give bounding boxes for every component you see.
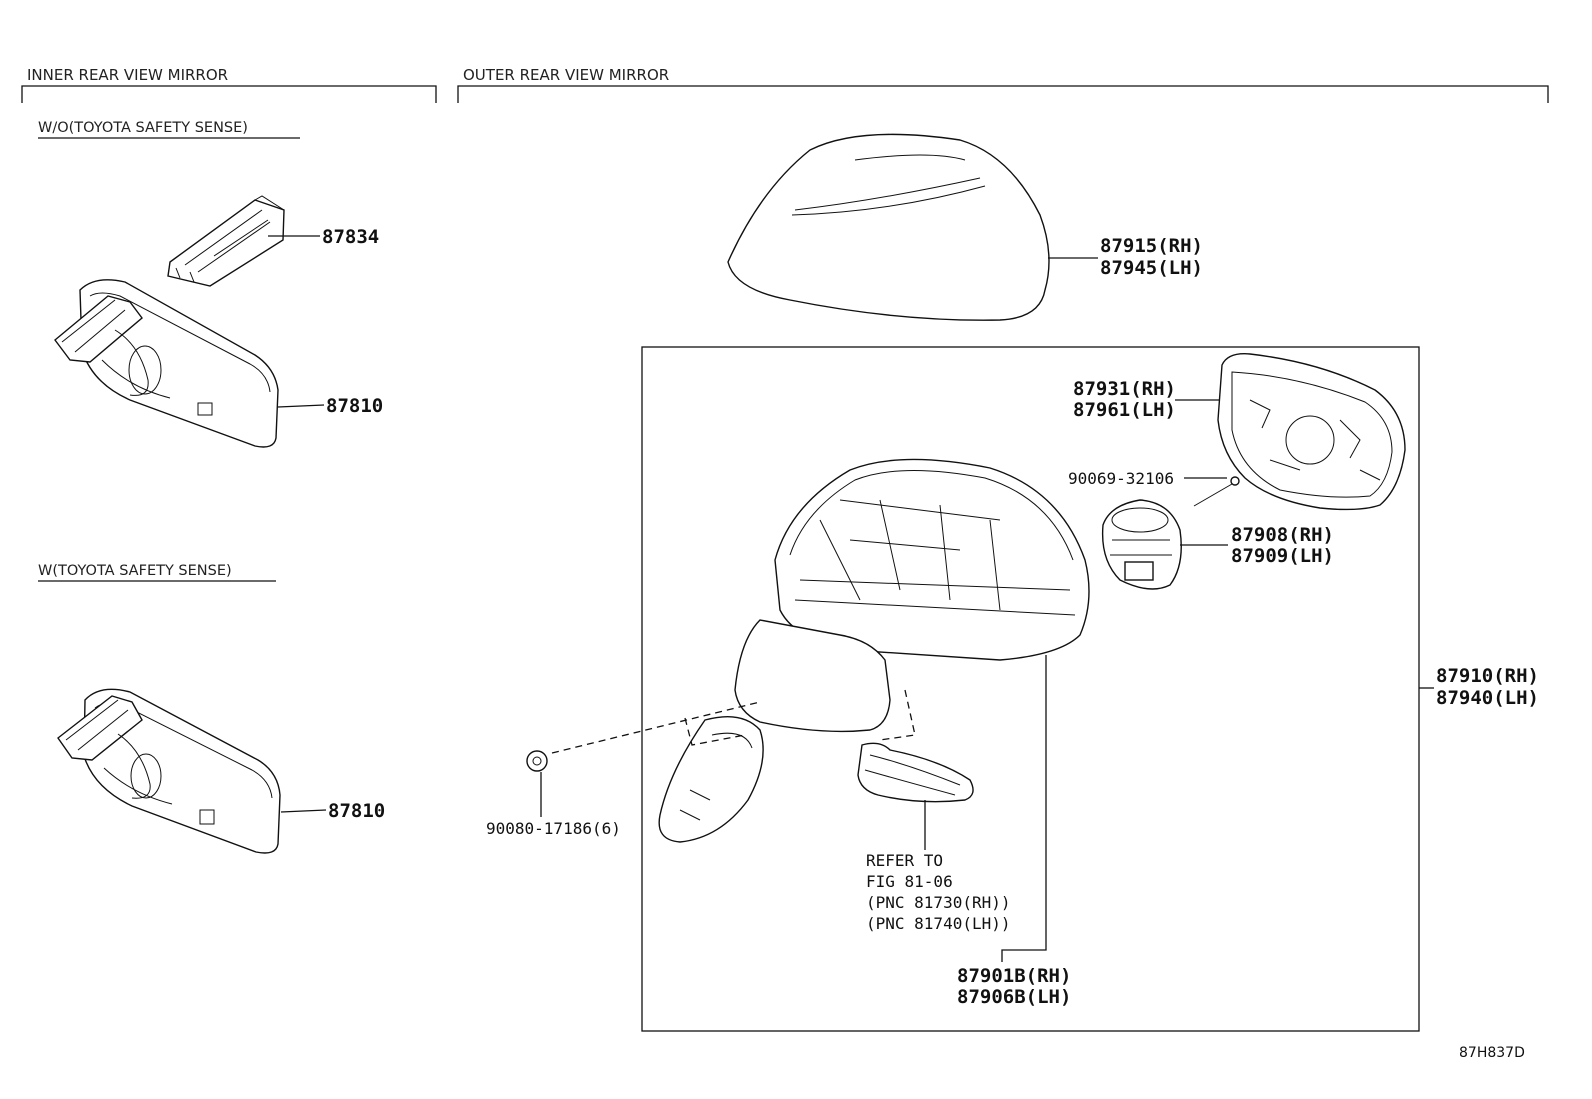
dashed-mount-outline xyxy=(684,717,746,746)
part-87901b-rh: 87901B(RH) xyxy=(957,965,1071,987)
leader-87901b xyxy=(1001,655,1047,962)
mirror-glass-drawing xyxy=(1217,353,1406,511)
leader-87810-a xyxy=(277,404,325,408)
figure-code: 87H837D xyxy=(1459,1045,1525,1061)
part-87906b-lh: 87906B(LH) xyxy=(957,986,1071,1008)
outer-section-bracket xyxy=(457,85,1549,103)
leader-87810-b xyxy=(280,809,327,813)
mirror-cover-drawing xyxy=(727,133,1050,321)
screw-drawing xyxy=(1193,476,1240,507)
part-87910-rh: 87910(RH) xyxy=(1436,665,1539,687)
reference-line-3: (PNC 81730(RH)) xyxy=(866,893,1011,912)
nut-drawing xyxy=(526,750,548,772)
reference-line-4: (PNC 81740(LH)) xyxy=(866,914,1011,933)
inner-section-bracket xyxy=(21,85,437,103)
outer-mirror-section-title: OUTER REAR VIEW MIRROR xyxy=(463,66,669,84)
dashed-mount-outline-2 xyxy=(879,689,916,741)
variant-without-tss-label: W/O(TOYOTA SAFETY SENSE) xyxy=(38,120,248,136)
part-87810-with: 87810 xyxy=(328,800,385,822)
actuator-drawing xyxy=(1101,499,1182,590)
part-87945-lh: 87945(LH) xyxy=(1100,257,1203,279)
part-90069-32106: 90069-32106 xyxy=(1068,469,1174,488)
assembly-frame xyxy=(641,346,1420,1032)
reference-line-2: FIG 81-06 xyxy=(866,872,953,891)
variant-with-tss-label: W(TOYOTA SAFETY SENSE) xyxy=(38,563,232,579)
inner-mirror-without-drawing xyxy=(54,279,279,448)
part-87915-rh: 87915(RH) xyxy=(1100,235,1203,257)
reference-line-1: REFER TO xyxy=(866,851,943,870)
part-90080-17186: 90080-17186(6) xyxy=(486,819,621,838)
inner-mirror-with-drawing xyxy=(57,688,281,854)
outer-mirror-body-drawing xyxy=(658,458,1090,843)
part-87961-lh: 87961(LH) xyxy=(1073,399,1176,421)
part-87834: 87834 xyxy=(322,226,379,248)
part-87931-rh: 87931(RH) xyxy=(1073,378,1176,400)
inner-mirror-section-title: INNER REAR VIEW MIRROR xyxy=(27,66,228,84)
part-87810-without: 87810 xyxy=(326,395,383,417)
bracket-cover-drawing xyxy=(167,195,285,287)
part-87908-rh: 87908(RH) xyxy=(1231,524,1334,546)
part-87940-lh: 87940(LH) xyxy=(1436,687,1539,709)
turn-signal-drawing xyxy=(857,742,974,803)
part-87909-lh: 87909(LH) xyxy=(1231,545,1334,567)
